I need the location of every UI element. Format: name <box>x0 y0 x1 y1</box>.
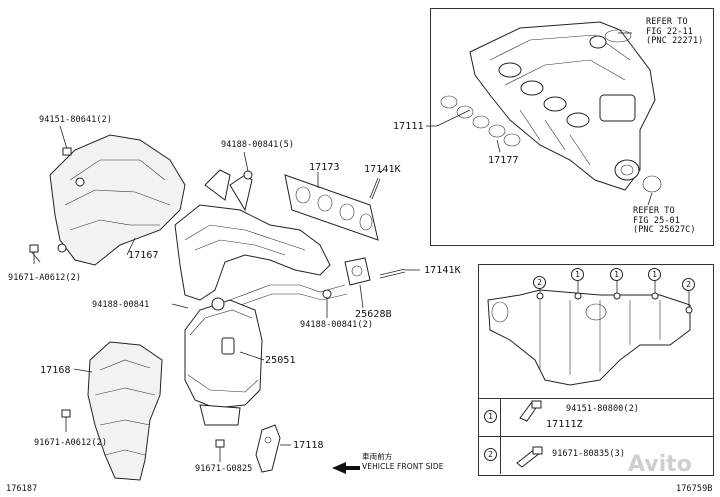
callout-circle-2b: 2 <box>682 278 695 291</box>
row1-number: 1 <box>484 410 497 423</box>
part-17141k-a[interactable]: 17141K <box>364 164 401 175</box>
front-arrow-icon <box>332 462 360 474</box>
heat-insulator-lower-drawing <box>73 341 163 481</box>
callout-circle-1c: 1 <box>648 268 661 281</box>
vehicle-front-jp: 車両前方 <box>362 452 393 461</box>
part-94151-80641[interactable]: 94151-80641(2) <box>39 115 113 125</box>
part-91671-80835[interactable]: 91671-80835(3) <box>552 449 626 459</box>
detail-box <box>478 264 714 476</box>
part-25051[interactable]: 25051 <box>265 355 296 366</box>
callout-circle-1b: 1 <box>610 268 623 281</box>
part-91671-a0612-top[interactable]: 91671-A0612(2) <box>8 273 82 283</box>
exhaust-gasket-drawing <box>284 172 379 241</box>
detail-box-col-divider <box>500 398 501 474</box>
bolts-lower <box>61 409 225 462</box>
part-91671-a0612-bottom[interactable]: 91671-A0612(2) <box>34 438 108 448</box>
part-94188-00841-2[interactable]: 94188-00841(2) <box>300 320 374 330</box>
catalytic-converter-drawing <box>171 297 265 426</box>
part-17111[interactable]: 17111 <box>393 121 424 132</box>
callout-circle-1a: 1 <box>571 268 584 281</box>
egr-gasket-drawing <box>344 257 371 309</box>
bolts-upper-left <box>29 147 72 264</box>
studs-drawing <box>369 169 420 279</box>
figure-id-left: 176187 <box>6 484 38 494</box>
row2-number: 2 <box>484 448 497 461</box>
intake-manifold-drawing <box>426 21 662 206</box>
avito-watermark: Avito <box>628 452 692 477</box>
part-17168[interactable]: 17168 <box>40 365 71 376</box>
refer-fig-22-11[interactable]: REFER TO FIG 22-11 (PNC 22271) <box>646 17 704 46</box>
part-17173[interactable]: 17173 <box>309 162 340 173</box>
part-91671-g0825[interactable]: 91671-G0825 <box>195 464 253 474</box>
callout-circle-2a: 2 <box>533 276 546 289</box>
part-94151-80800[interactable]: 94151-80800(2) <box>566 404 640 414</box>
heat-insulator-upper-drawing <box>29 125 186 266</box>
part-94188-00841-5[interactable]: 94188-00841(5) <box>221 140 295 150</box>
detail-manifold-drawing <box>487 280 693 468</box>
part-17118[interactable]: 17118 <box>293 440 324 451</box>
vehicle-front-label: VEHICLE FRONT SIDE <box>362 462 444 471</box>
bracket-drawing <box>255 424 291 473</box>
intake-manifold-box <box>430 8 714 246</box>
part-17167[interactable]: 17167 <box>128 250 159 261</box>
part-94188-00841[interactable]: 94188-00841 <box>92 300 150 310</box>
part-25628b[interactable]: 25628B <box>355 309 392 320</box>
detail-box-divider-2 <box>478 436 713 437</box>
detail-box-divider-1 <box>478 398 713 399</box>
part-17177[interactable]: 17177 <box>488 155 519 166</box>
part-17141k-b[interactable]: 17141K <box>424 265 461 276</box>
figure-id-right: 176759B <box>676 484 713 494</box>
exhaust-manifold-drawing <box>174 151 348 318</box>
part-17111z[interactable]: 17111Z <box>546 419 583 430</box>
refer-fig-25-01[interactable]: REFER TO FIG 25-01 (PNC 25627C) <box>633 206 696 235</box>
